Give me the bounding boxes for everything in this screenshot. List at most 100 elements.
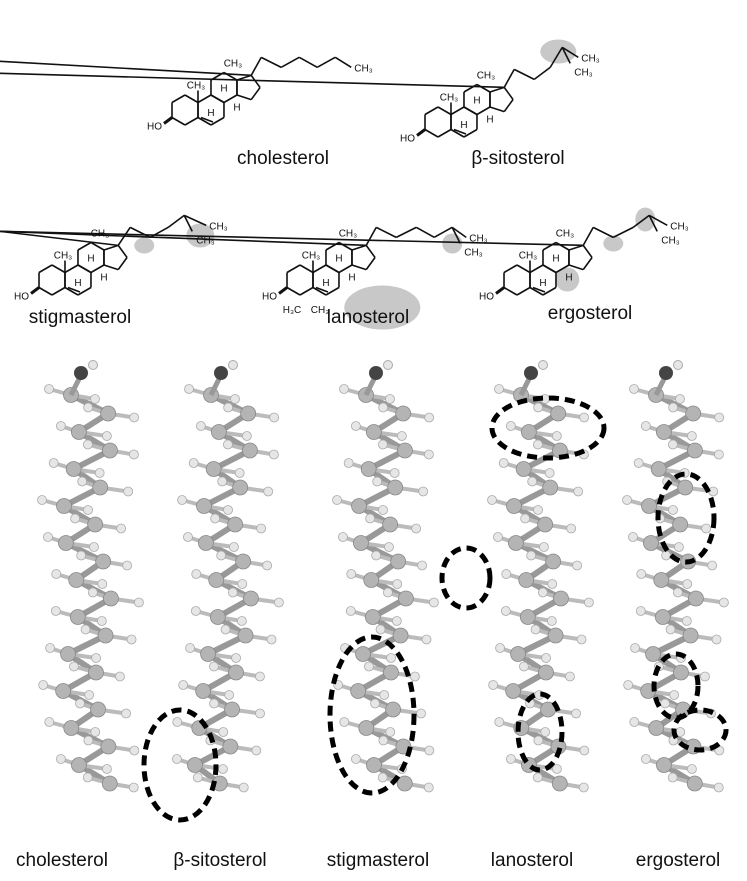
bond: [612, 226, 634, 239]
atom-label: CH₃: [224, 59, 243, 70]
carbon-atom: [390, 553, 407, 570]
hydrogen-atom: [274, 597, 284, 608]
hydrogen-atom: [576, 634, 587, 645]
hydrogen-atom: [339, 717, 350, 727]
carbon-atom: [243, 590, 259, 607]
hydrogen-atom: [195, 421, 206, 431]
hydrogen-atom: [77, 476, 88, 487]
carbon-atom: [187, 757, 203, 773]
carbon-atom: [397, 442, 413, 459]
hydrogen-atom: [372, 476, 383, 487]
bond: [503, 264, 518, 274]
atom-label: H: [322, 278, 329, 289]
hydrogen-atom: [533, 402, 544, 413]
carbon-atom: [101, 775, 118, 792]
bond: [437, 128, 452, 138]
highlight-region: [555, 267, 580, 292]
atom-label: H: [335, 254, 342, 265]
hydrogen-atom: [417, 560, 428, 571]
hydrogen-atom: [418, 486, 429, 497]
bond: [489, 106, 505, 113]
bond: [67, 286, 81, 293]
bond: [77, 264, 92, 274]
hydrogen-atom: [37, 495, 47, 505]
bond: [200, 116, 214, 123]
carbon-atom: [88, 664, 104, 681]
atom-label: H₃C: [283, 305, 302, 316]
hydrogen-atom: [255, 708, 265, 719]
bond: [463, 106, 478, 116]
hydrogen-atom: [91, 653, 101, 663]
carbon-atom: [686, 775, 703, 792]
hydrogen-atom: [190, 606, 201, 616]
hydrogen-atom: [629, 717, 640, 727]
carbon-atom: [392, 627, 409, 644]
hydrogen-atom: [97, 579, 108, 589]
carbon-atom: [365, 424, 382, 440]
hydrogen-atom: [622, 495, 632, 505]
hydrogen-atom: [700, 671, 710, 682]
atom-label: CH₃: [477, 71, 496, 82]
hydrogen-atom: [269, 449, 279, 460]
hydrogen-atom: [383, 360, 393, 370]
carbon-atom: [553, 590, 569, 607]
hydrogen-atom: [82, 772, 93, 783]
bond: [533, 66, 551, 80]
hydrogen-atom: [256, 523, 267, 534]
bond: [503, 286, 518, 296]
hydrogen-atom: [378, 439, 388, 450]
hydrogen-atom: [391, 616, 402, 626]
hydrogen-atom: [498, 458, 509, 468]
bond: [365, 257, 376, 271]
hydrogen-atom: [83, 439, 93, 450]
bond: [183, 215, 193, 232]
hydrogen-atom: [216, 550, 227, 561]
bond: [648, 214, 668, 227]
hydrogen-atom: [411, 523, 422, 534]
hydrogen-atom: [116, 523, 127, 534]
hydrogen-atom: [544, 468, 555, 478]
dashed-highlight-ring: [515, 691, 565, 773]
atom-label: CH₃: [354, 63, 373, 74]
atom-label: HO: [147, 122, 162, 133]
hydrogen-atom: [228, 587, 238, 598]
hydrogen-atom: [423, 782, 434, 793]
carbon-atom: [242, 442, 258, 459]
atom-label: H: [552, 254, 559, 265]
hydrogen-atom: [339, 384, 349, 394]
atom-label: CH₃: [187, 81, 206, 92]
bond: [433, 226, 453, 239]
atom-label: H: [74, 278, 81, 289]
bond: [495, 286, 505, 295]
carbon-atom: [643, 535, 659, 551]
hydrogen-atom: [641, 754, 651, 764]
bond: [312, 286, 327, 296]
bond: [516, 286, 531, 296]
hydrogen-atom: [416, 708, 426, 719]
carbon-atom: [195, 683, 212, 699]
bond: [338, 264, 353, 274]
atom-label: CH₃: [209, 221, 228, 232]
carbon-atom: [100, 405, 117, 422]
hydrogen-atom: [584, 597, 594, 608]
hydrogen-atom: [623, 680, 634, 690]
carbon-atom: [656, 757, 672, 773]
hydrogen-atom: [533, 439, 543, 450]
hydrogen-atom: [385, 394, 395, 404]
carbon-atom: [648, 720, 665, 736]
atom-label: CH₃: [469, 233, 488, 244]
hydrogen-atom: [102, 764, 112, 774]
hydrogen-atom: [668, 439, 678, 450]
hydrogen-atom: [668, 505, 678, 515]
bond: [197, 94, 212, 104]
hydrogen-atom: [579, 412, 590, 423]
hydrogen-atom: [121, 708, 131, 719]
hydrogen-atom: [80, 624, 91, 635]
hydrogen-atom: [493, 532, 503, 542]
bond: [171, 94, 186, 104]
hydrogen-atom: [573, 486, 584, 497]
bond: [250, 87, 261, 101]
structures-2d: CH₃CH₃HHHHOCH₃CH₃CH₃HHHHOCH₃CH₃CH₃CH₃HHH…: [0, 39, 689, 330]
